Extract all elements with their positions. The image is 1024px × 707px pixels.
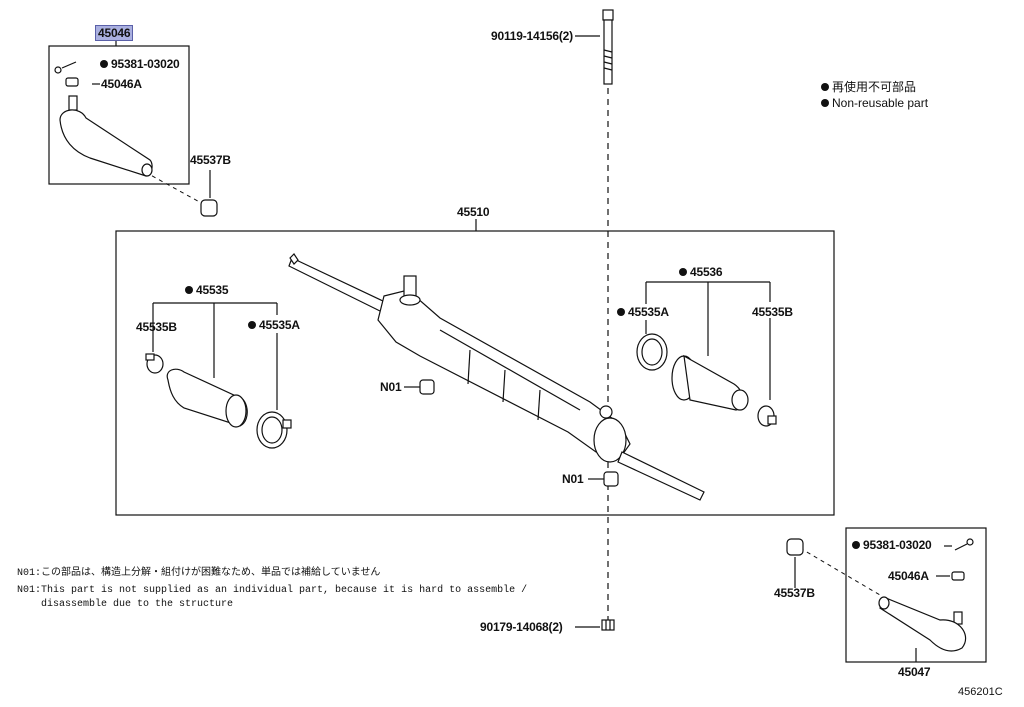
non-reusable-dot-icon — [821, 83, 829, 91]
callout-text: 45536 — [690, 265, 723, 279]
lock-nut-right — [786, 538, 804, 556]
boot-left — [166, 368, 248, 428]
callout-text: 45535A — [259, 318, 300, 332]
left-tie-rod-end — [54, 61, 153, 177]
note-en-line2: disassemble due to the structure — [17, 599, 234, 610]
callout-text: 45535A — [628, 305, 669, 319]
non-reusable-dot-icon — [852, 541, 860, 549]
callout-clamp-right-a[interactable]: 45535A — [617, 305, 669, 319]
callout-clamp-right-b[interactable]: 45535B — [752, 305, 793, 319]
non-reusable-dot-icon — [185, 286, 193, 294]
callout-nut-right[interactable]: 45046A — [888, 569, 929, 583]
callout-clamp-left-b[interactable]: 45535B — [136, 320, 177, 334]
figure-code: 456201C — [958, 686, 1003, 698]
note-en-line1: N01:This part is not supplied as an indi… — [17, 585, 528, 596]
legend-jp: 再使用不可部品 — [821, 79, 916, 95]
plug-n01-lower — [603, 471, 619, 487]
callout-bolt-top[interactable]: 90119-14156(2) — [491, 29, 573, 43]
rack-assembly-box — [115, 230, 835, 516]
non-reusable-dot-icon — [100, 60, 108, 68]
callout-nut-left[interactable]: 45046A — [101, 77, 142, 91]
callout-text: 45535 — [196, 283, 229, 297]
non-reusable-dot-icon — [821, 99, 829, 107]
callout-boot-set-right[interactable]: 45536 — [679, 265, 723, 279]
clamp-left-a — [256, 411, 292, 449]
callout-cotter-left[interactable]: 95381-03020 — [100, 57, 180, 71]
callout-cotter-right[interactable]: 95381-03020 — [852, 538, 932, 552]
callout-assy-right[interactable]: 45047 — [898, 665, 931, 679]
clamp-right-a — [636, 333, 668, 371]
callout-boot-set-left[interactable]: 45535 — [185, 283, 229, 297]
callout-lock-nut-right[interactable]: 45537B — [774, 586, 815, 600]
non-reusable-dot-icon — [617, 308, 625, 316]
non-reusable-dot-icon — [679, 268, 687, 276]
legend-en: Non-reusable part — [821, 95, 928, 111]
callout-clamp-left-a[interactable]: 45535A — [248, 318, 300, 332]
callout-bolt-bottom[interactable]: 90179-14068(2) — [480, 620, 563, 634]
note-jp: N01:この部品は、構造上分解・組付けが困難なため、単品では補給していません — [17, 568, 381, 579]
bolt-top — [602, 9, 614, 85]
clamp-left-b — [145, 353, 164, 374]
callout-text: 95381-03020 — [111, 57, 180, 71]
legend-en-text: Non-reusable part — [832, 96, 929, 110]
left-tie-rod-box — [48, 45, 190, 185]
callout-n01-upper[interactable]: N01 — [380, 380, 402, 394]
callout-assy-left[interactable]: 45046 — [95, 25, 134, 41]
lock-nut-left — [200, 199, 218, 217]
nut-bottom — [601, 619, 615, 631]
right-tie-rod-end — [878, 538, 974, 652]
callout-n01-lower[interactable]: N01 — [562, 472, 584, 486]
boot-right — [671, 354, 749, 411]
clamp-right-b — [757, 405, 777, 427]
callout-lock-nut-left[interactable]: 45537B — [190, 153, 231, 167]
non-reusable-dot-icon — [248, 321, 256, 329]
plug-n01-upper — [419, 379, 435, 395]
legend-jp-text: 再使用不可部品 — [832, 80, 917, 94]
steering-rack — [288, 253, 705, 501]
callout-rack-assy[interactable]: 45510 — [457, 205, 490, 219]
callout-text: 95381-03020 — [863, 538, 932, 552]
